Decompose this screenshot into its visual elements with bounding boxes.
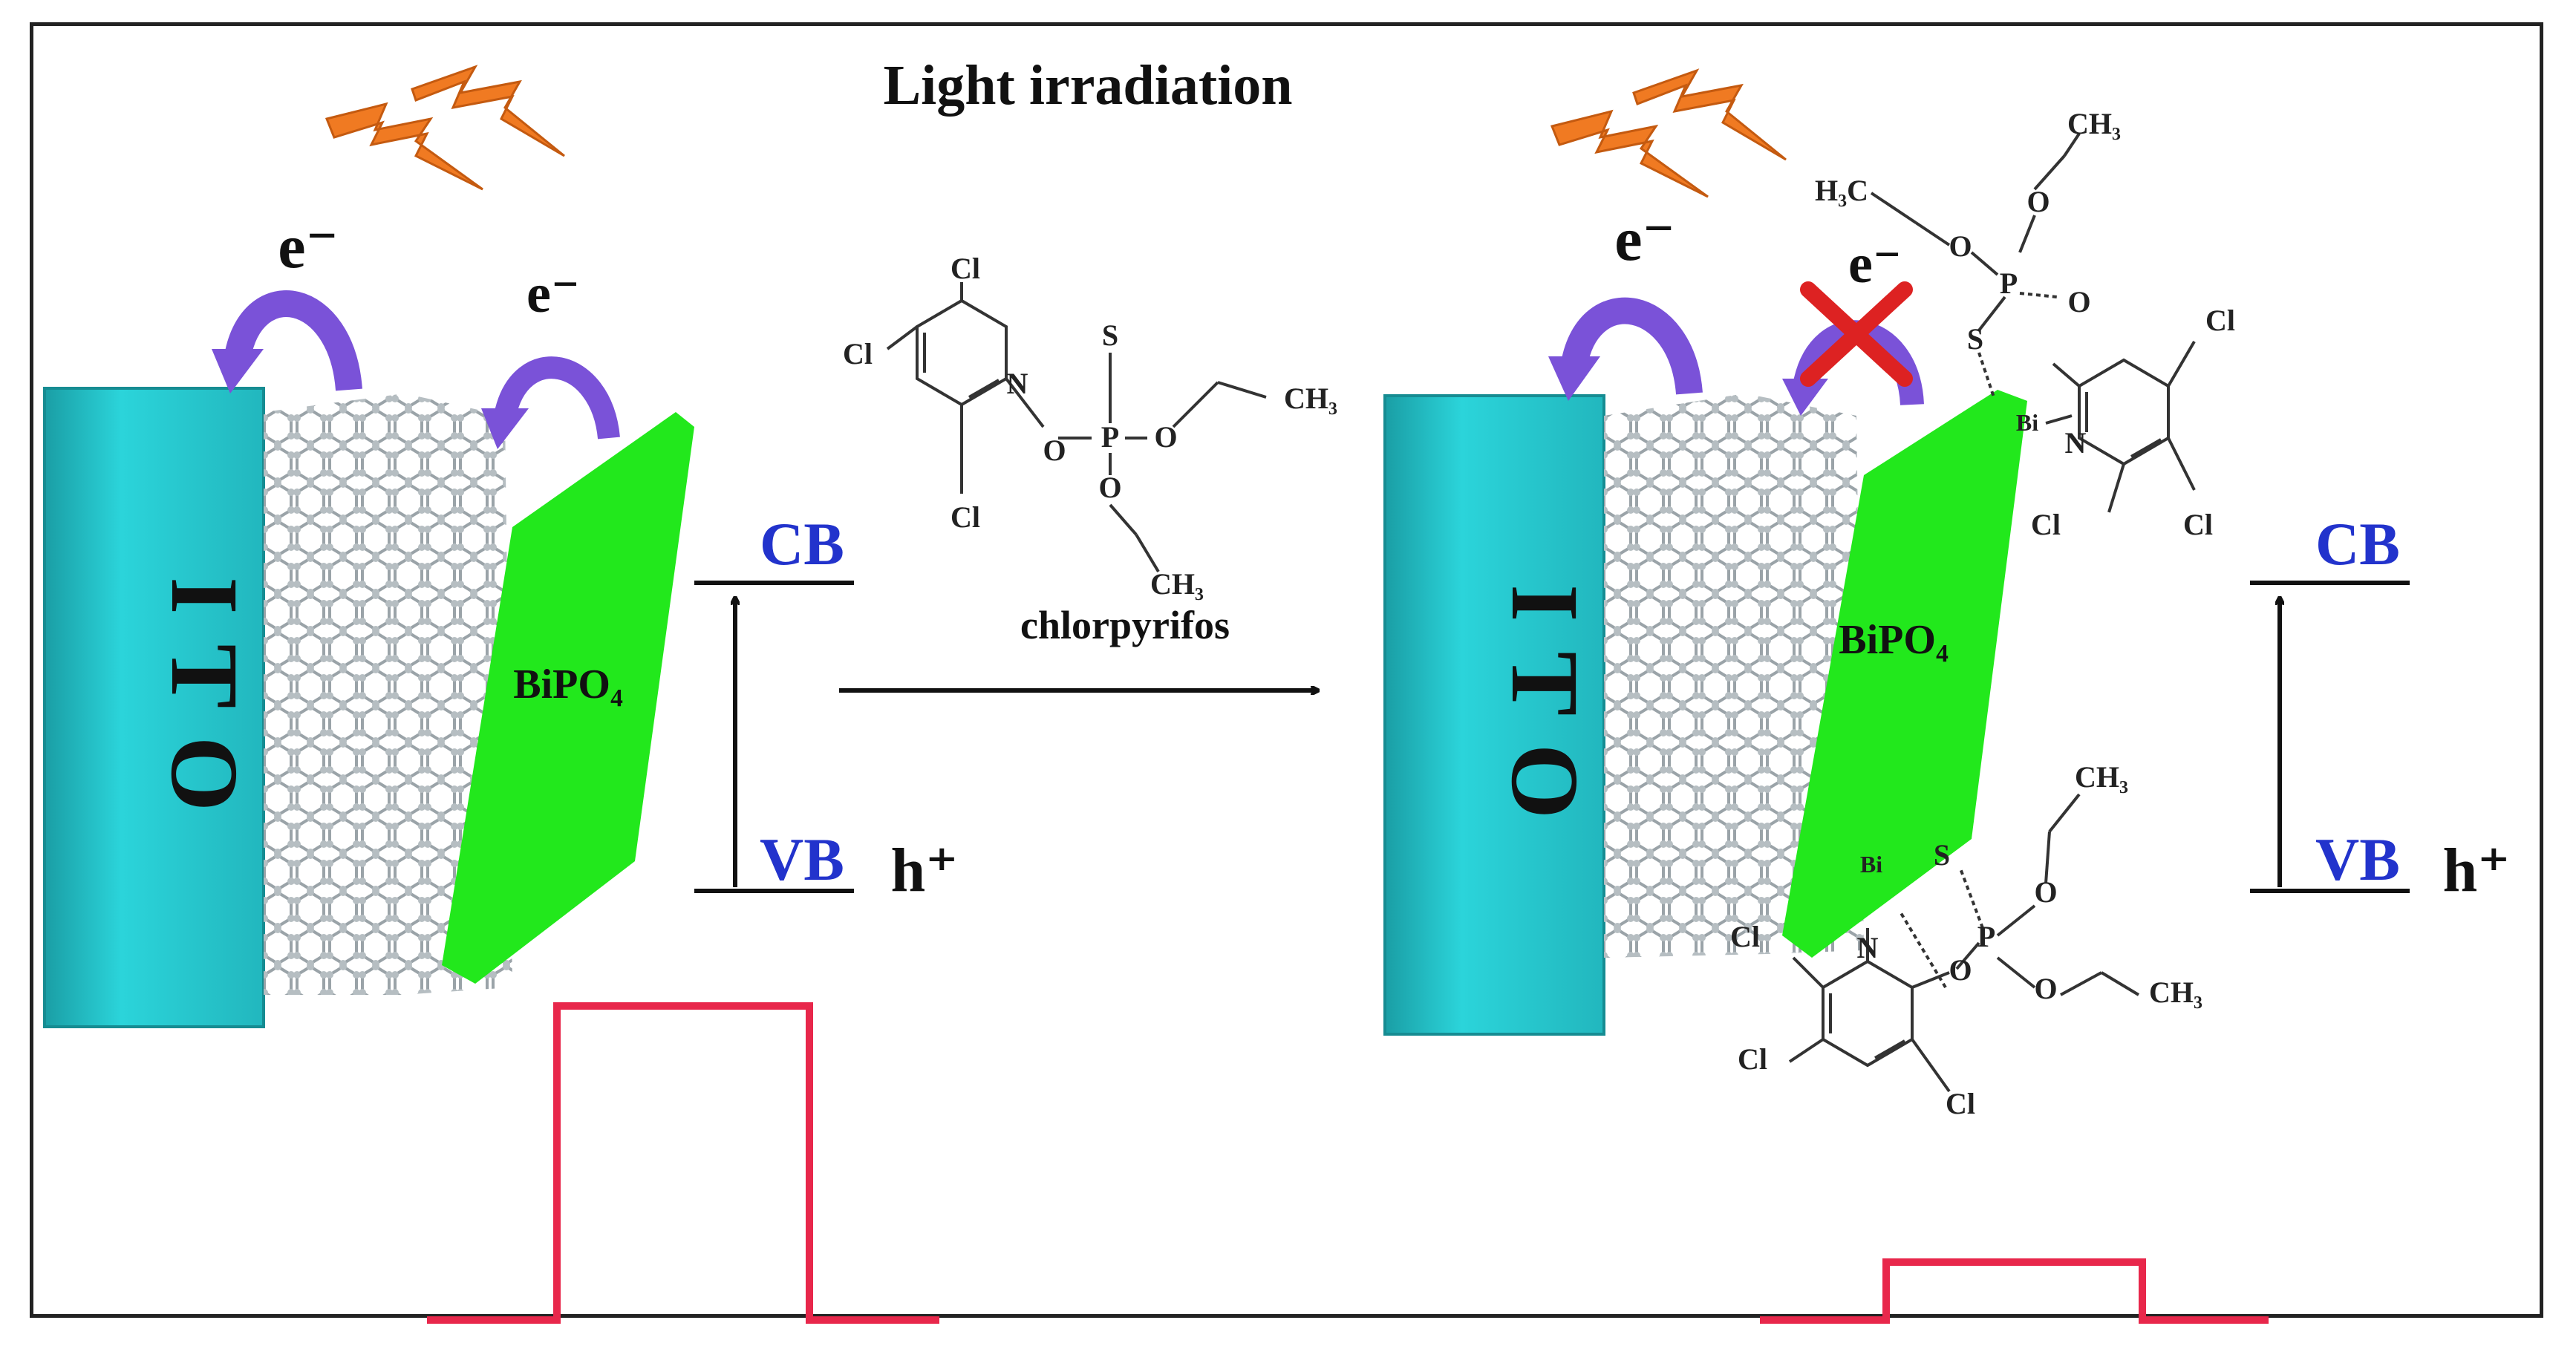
svg-text:H₃C: H₃C <box>1815 174 1868 207</box>
ito-electrode-right: ITO <box>1383 394 1605 1036</box>
hole-label-right: h⁺ <box>2442 836 2510 905</box>
svg-text:Cl: Cl <box>2205 304 2235 337</box>
molecule-name: chlorpyrifos <box>1020 603 1230 647</box>
graphene-layer-left <box>264 393 512 995</box>
diagram-title: Light irradiation <box>883 54 1292 117</box>
bipo4-catalyst-right: BiPO₄ <box>1782 390 2027 958</box>
band-diagram-right: CB VB h⁺ <box>2250 510 2511 905</box>
svg-text:O: O <box>2067 285 2090 318</box>
bipo4-label-right: BiPO₄ <box>1839 617 1949 663</box>
svg-text:Cl: Cl <box>843 337 873 370</box>
svg-text:CH₃: CH₃ <box>1150 567 1204 601</box>
svg-text:Cl: Cl <box>2031 508 2061 541</box>
svg-text:Cl: Cl <box>1738 1042 1767 1076</box>
ito-electrode-left: ITO <box>43 387 265 1028</box>
svg-text:P: P <box>2000 267 2018 300</box>
bound-chlorpyrifos-bottom <box>1788 793 2140 1093</box>
electron-label-left-1: e⁻ <box>278 212 339 281</box>
diagram-frame <box>30 22 2543 1318</box>
svg-text:O: O <box>1949 229 1972 263</box>
curved-arrow-icon <box>212 290 362 393</box>
hole-label-left: h⁺ <box>890 836 958 905</box>
svg-text:O: O <box>1154 420 1177 454</box>
svg-text:O: O <box>1098 471 1121 504</box>
curved-arrow-icon <box>481 356 620 449</box>
svg-text:Cl: Cl <box>2183 508 2213 541</box>
electron-label-right-1: e⁻ <box>1614 205 1675 274</box>
lightning-icon <box>1550 68 1787 198</box>
svg-text:Bi: Bi <box>2016 409 2038 436</box>
svg-text:O: O <box>2026 185 2050 218</box>
bound-chlorpyrifos-top-atoms: H₃C CH₃ O O P O S Bi N Cl Cl Cl <box>1815 107 2235 541</box>
svg-text:S: S <box>1967 322 1983 356</box>
svg-text:S: S <box>1102 318 1118 352</box>
svg-text:CH₃: CH₃ <box>1284 382 1337 415</box>
vb-label-left: VB <box>760 826 844 893</box>
svg-text:Cl: Cl <box>950 500 980 534</box>
svg-text:N: N <box>2065 426 2087 460</box>
svg-text:CH₃: CH₃ <box>2067 107 2121 140</box>
bipo4-label-left: BiPO₄ <box>513 661 623 708</box>
svg-text:Cl: Cl <box>1946 1087 1975 1120</box>
svg-text:CH₃: CH₃ <box>2149 976 2202 1009</box>
chlorpyrifos-molecule <box>886 282 1267 573</box>
curved-arrow-icon <box>1548 297 1703 401</box>
photocurrent-pulse-left <box>427 1002 939 1324</box>
bipo4-catalyst-left: BiPO₄ <box>442 412 694 984</box>
svg-text:O: O <box>1949 953 1972 987</box>
ito-label-right: ITO <box>1491 584 1598 849</box>
vb-label-right: VB <box>2315 826 2400 893</box>
electron-label-left-2: e⁻ <box>526 264 580 324</box>
svg-text:N: N <box>1007 367 1028 400</box>
cb-label-right: CB <box>2315 510 2400 578</box>
svg-text:CH₃: CH₃ <box>2075 760 2128 794</box>
chlorpyrifos-atoms: Cl Cl N Cl O P S O CH₃ O CH₃ <box>843 252 1337 601</box>
lightning-icon <box>325 65 565 191</box>
svg-text:S: S <box>1934 838 1950 872</box>
svg-text:P: P <box>1977 920 1995 953</box>
photocurrent-pulse-right <box>1760 1258 2269 1324</box>
cross-icon <box>1800 281 1913 387</box>
svg-text:N: N <box>1857 931 1879 964</box>
graphene-layer-right <box>1604 393 1864 958</box>
svg-text:O: O <box>1043 434 1066 467</box>
svg-text:Bi: Bi <box>1860 851 1882 878</box>
bound-chlorpyrifos-bottom-atoms: Bi S P O O O N CH₃ CH₃ Cl Cl Cl <box>1730 760 2202 1120</box>
cb-label-left: CB <box>760 510 844 578</box>
svg-text:Cl: Cl <box>950 252 980 285</box>
ito-label-left: ITO <box>151 577 258 841</box>
svg-text:Cl: Cl <box>1730 920 1760 953</box>
svg-text:P: P <box>1101 420 1119 454</box>
svg-text:O: O <box>2034 972 2057 1005</box>
band-diagram-left: CB VB h⁺ <box>694 510 959 905</box>
electron-label-right-2: e⁻ <box>1848 234 1902 295</box>
bound-chlorpyrifos-top <box>1870 132 2196 513</box>
svg-text:O: O <box>2034 875 2057 909</box>
